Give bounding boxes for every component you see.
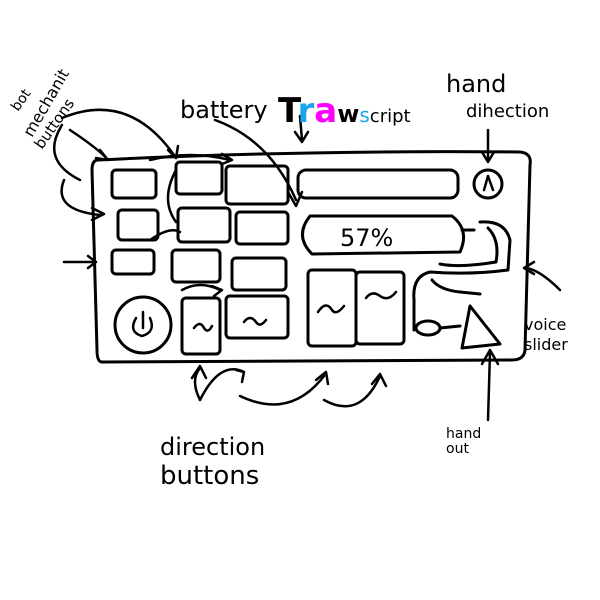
battery-level: 57% — [340, 224, 393, 252]
label-battery: battery — [180, 96, 268, 124]
mechanic-button[interactable] — [174, 160, 224, 196]
hand-out-button[interactable] — [460, 304, 502, 350]
direction-buttons — [180, 268, 406, 356]
hand-direction-knob[interactable] — [472, 168, 504, 200]
label-direction: dihection — [466, 101, 549, 122]
title-part: w — [337, 100, 359, 128]
label-hand: hand — [446, 70, 506, 98]
label-direction-buttons-2: buttons — [160, 461, 259, 491]
power-button[interactable] — [113, 295, 173, 355]
label-slider: slider — [524, 335, 568, 354]
label-hand-out-1: hand — [446, 426, 481, 442]
label-hand-out-2: out — [446, 441, 469, 457]
label-voice: voice — [524, 315, 566, 334]
battery-display — [301, 214, 466, 256]
mechanic-button[interactable] — [170, 248, 222, 284]
mechanic-button[interactable] — [224, 164, 290, 206]
title-part: r — [297, 91, 314, 131]
title-part: s — [359, 103, 369, 127]
direction-button[interactable] — [354, 270, 406, 346]
mechanic-button[interactable] — [116, 208, 160, 242]
title-part: a — [314, 91, 337, 131]
battery-bar — [296, 168, 460, 200]
mechanic-button[interactable] — [234, 210, 290, 246]
mechanic-button[interactable] — [176, 206, 232, 244]
slider-handle[interactable] — [414, 319, 442, 337]
label-direction-buttons-1: direction — [160, 433, 265, 461]
mechanic-button[interactable] — [230, 256, 288, 292]
direction-button[interactable] — [180, 296, 222, 356]
power-icon — [131, 310, 153, 338]
device-body — [90, 150, 532, 364]
app-title: Trawscript — [278, 91, 411, 131]
bot-mechanic-buttons — [110, 160, 290, 292]
voice-slider[interactable] — [412, 220, 512, 332]
direction-button[interactable] — [224, 294, 290, 340]
annotation-arrows — [52, 108, 562, 422]
mechanic-button[interactable] — [110, 168, 158, 200]
title-part: cript — [370, 106, 411, 127]
mechanic-button[interactable] — [110, 248, 156, 276]
